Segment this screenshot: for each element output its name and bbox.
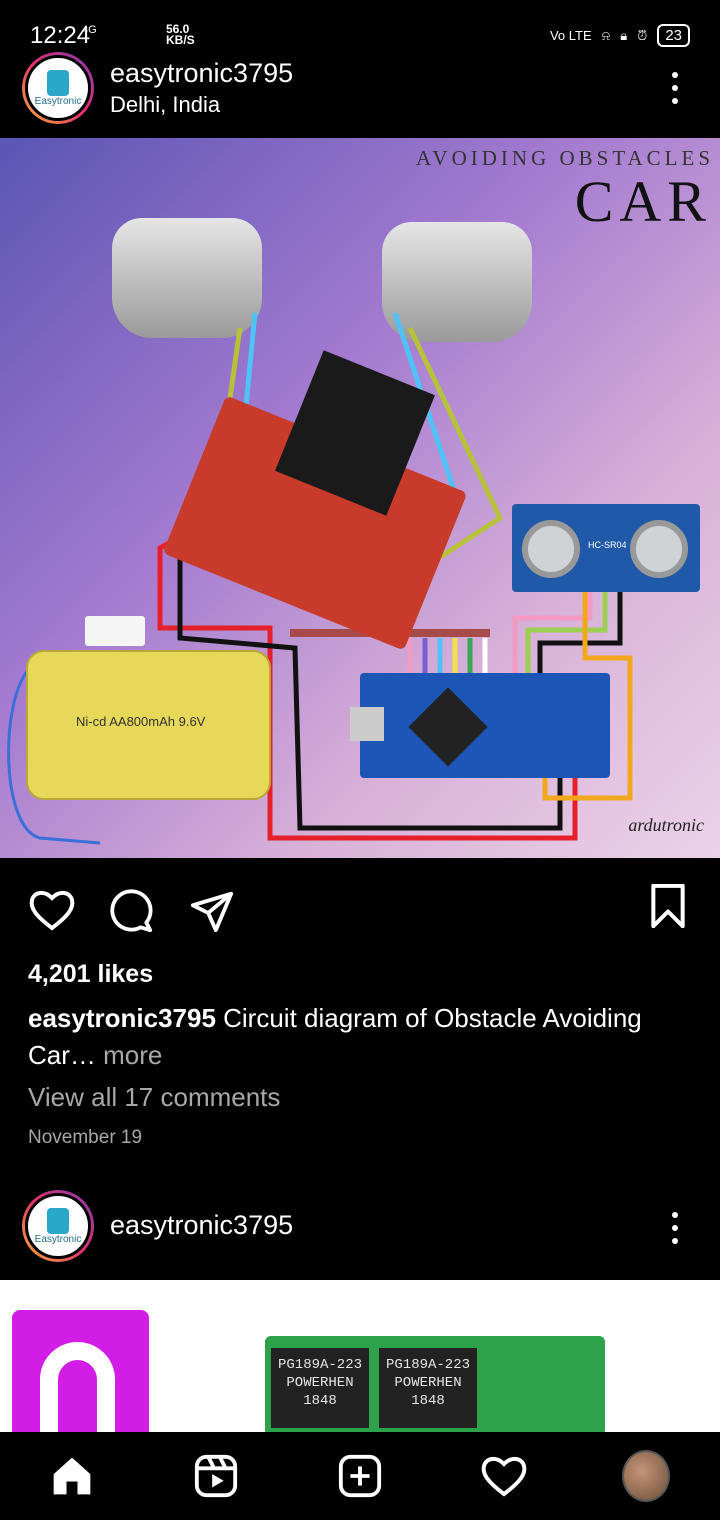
comment-icon[interactable] [108, 888, 154, 939]
action-bar [0, 870, 720, 940]
robot-logo-icon [47, 69, 69, 96]
home-icon[interactable] [48, 1452, 96, 1500]
vibrate-icon: ⍾ [601, 27, 611, 43]
ultrasonic-sensor: HC-SR04 [512, 504, 700, 592]
post-header: Easytronic easytronic3795 Delhi, India [0, 52, 720, 138]
post-image[interactable]: AVOIDING OBSTACLES CAR Ni-cd AA800mAh 9.… [0, 138, 720, 858]
caption-text: Circuit diagram of Obstacle Avoiding Car… [28, 1003, 642, 1070]
profile-avatar[interactable] [622, 1450, 670, 1502]
arduino-nano-board [350, 673, 610, 778]
image-title-line1: AVOIDING OBSTACLES [415, 146, 714, 170]
next-post-avatar[interactable]: Easytronic [22, 1190, 94, 1262]
relay-board: PG189A-223 POWERHEN 1848 PG189A-223 POWE… [265, 1336, 605, 1432]
caption-username[interactable]: easytronic3795 [28, 1003, 216, 1033]
network-speed: 56.0 KB/S [166, 22, 195, 47]
activity-icon[interactable] [480, 1452, 528, 1500]
post-caption: easytronic3795 Circuit diagram of Obstac… [28, 1000, 698, 1074]
view-comments-link[interactable]: View all 17 comments [28, 1082, 281, 1112]
likes-count[interactable]: 4,201 likes [28, 960, 154, 988]
relay-2: PG189A-223 POWERHEN 1848 [379, 1348, 477, 1428]
image-signature: ardutronic [628, 815, 704, 835]
status-icons: Vo LTE ⍾ 🔒︎ ⏰︎ 23 [550, 24, 690, 47]
motor-right [382, 222, 532, 342]
motor-left [112, 218, 262, 338]
next-post-username[interactable]: easytronic3795 [110, 1210, 294, 1240]
image-title-line2: CAR [574, 169, 712, 234]
robot-logo-icon [47, 1207, 69, 1234]
bookmark-icon[interactable] [648, 883, 688, 933]
battery-pack: Ni-cd AA800mAh 9.6V [26, 650, 271, 800]
sensor-label: HC-SR04 [588, 540, 627, 550]
network-label: 4G [82, 24, 97, 36]
battery-icon: 23 [657, 24, 690, 47]
lock-icon: 🔒︎ [620, 27, 628, 43]
avatar[interactable]: Easytronic [22, 52, 94, 124]
status-bar: 12:24 4G 56.0 KB/S Vo LTE ⍾ 🔒︎ ⏰︎ 23 [0, 0, 720, 60]
create-icon[interactable] [336, 1452, 384, 1500]
relay-1: PG189A-223 POWERHEN 1848 [271, 1348, 369, 1428]
reels-icon[interactable] [192, 1452, 240, 1500]
volte-icon: Vo LTE [549, 28, 592, 43]
post-date: November 19 [28, 1127, 143, 1148]
post-username[interactable]: easytronic3795 [110, 58, 294, 88]
battery-label: Ni-cd AA800mAh 9.6V [76, 714, 206, 729]
next-post-image[interactable]: PG189A-223 POWERHEN 1848 PG189A-223 POWE… [0, 1280, 720, 1432]
caption-more-link[interactable]: more [95, 1040, 163, 1070]
next-post-header: Easytronic easytronic3795 [0, 1190, 720, 1276]
post-location[interactable]: Delhi, India [110, 92, 221, 117]
heart-icon[interactable] [28, 888, 76, 937]
next-more-options-icon[interactable] [672, 1212, 680, 1244]
brand-logo-icon [12, 1310, 149, 1432]
next-avatar-text: Easytronic [34, 1233, 82, 1245]
more-options-icon[interactable] [672, 72, 680, 104]
status-time: 12:24 [30, 22, 91, 49]
alarm-icon: ⏰︎ [637, 27, 648, 43]
share-icon[interactable] [188, 888, 236, 939]
avatar-text: Easytronic [34, 95, 82, 107]
bottom-nav [0, 1432, 720, 1520]
